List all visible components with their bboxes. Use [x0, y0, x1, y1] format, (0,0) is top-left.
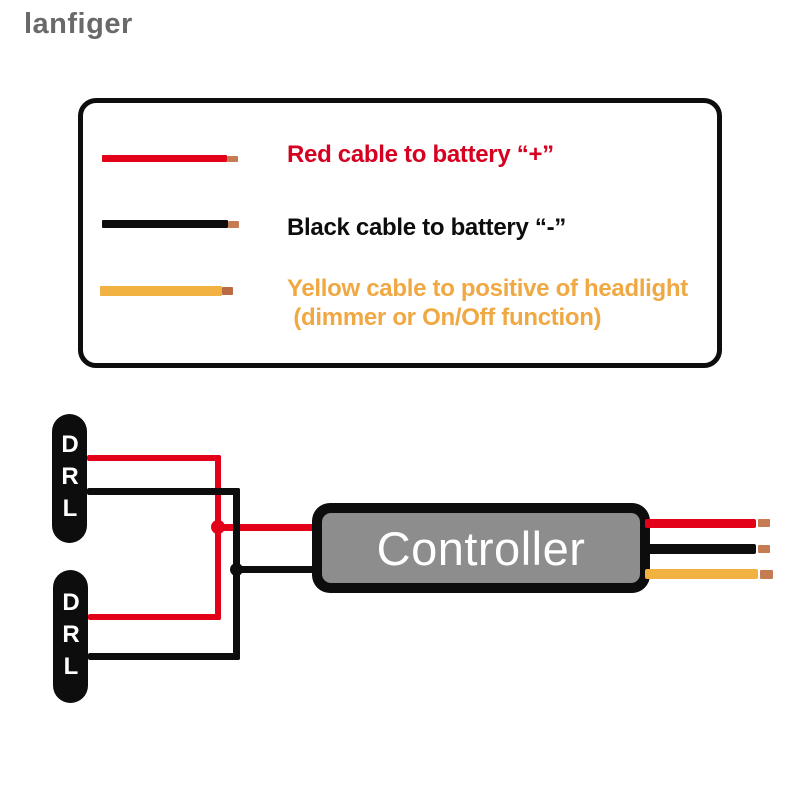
output-wire-yellow-tip-icon: [760, 570, 773, 579]
output-wire-black: [645, 544, 756, 554]
output-wire-yellow: [645, 569, 758, 579]
drl-unit-bottom: DRL: [53, 570, 88, 703]
drl-unit-top: DRL: [52, 414, 87, 543]
legend-yellow-label-line2: (dimmer or On/Off function): [287, 304, 602, 331]
legend-black-wire-tip-icon: [228, 221, 239, 228]
drl-top-label: DRL: [56, 430, 84, 527]
output-wire-red: [645, 519, 756, 528]
wire-red-to-controller: [218, 524, 315, 531]
legend-red-label: Red cable to battery “+”: [287, 141, 554, 168]
legend-yellow-label-line1: Yellow cable to positive of headlight: [287, 275, 688, 302]
output-wire-red-tip-icon: [758, 519, 770, 527]
drl-bottom-label: DRL: [57, 588, 85, 685]
legend-yellow-wire-icon: [100, 286, 222, 296]
wire-red-vertical: [215, 455, 221, 620]
wire-black-to-controller: [240, 566, 315, 573]
wire-black-drl-bottom-horizontal: [88, 653, 240, 660]
output-wire-black-tip-icon: [758, 545, 770, 553]
legend-black-wire-icon: [102, 220, 228, 228]
wire-red-drl-bottom-horizontal: [88, 614, 221, 620]
controller-label: Controller: [376, 521, 586, 575]
wire-red-drl-top-horizontal: [87, 455, 221, 461]
wire-black-drl-top-horizontal: [87, 488, 240, 495]
black-junction-dot: [230, 563, 243, 576]
controller-box: Controller: [312, 503, 650, 593]
red-junction-dot: [211, 520, 225, 534]
controller-panel: Controller: [322, 513, 640, 583]
brand-watermark: lanfiger: [24, 8, 133, 40]
legend-black-label: Black cable to battery “-”: [287, 214, 566, 241]
legend-yellow-label: Yellow cable to positive of headlight (d…: [287, 274, 688, 332]
legend-red-wire-icon: [102, 155, 227, 162]
legend-box: Red cable to battery “+” Black cable to …: [78, 98, 722, 368]
legend-yellow-wire-tip-icon: [222, 287, 233, 295]
legend-red-wire-tip-icon: [227, 156, 238, 162]
